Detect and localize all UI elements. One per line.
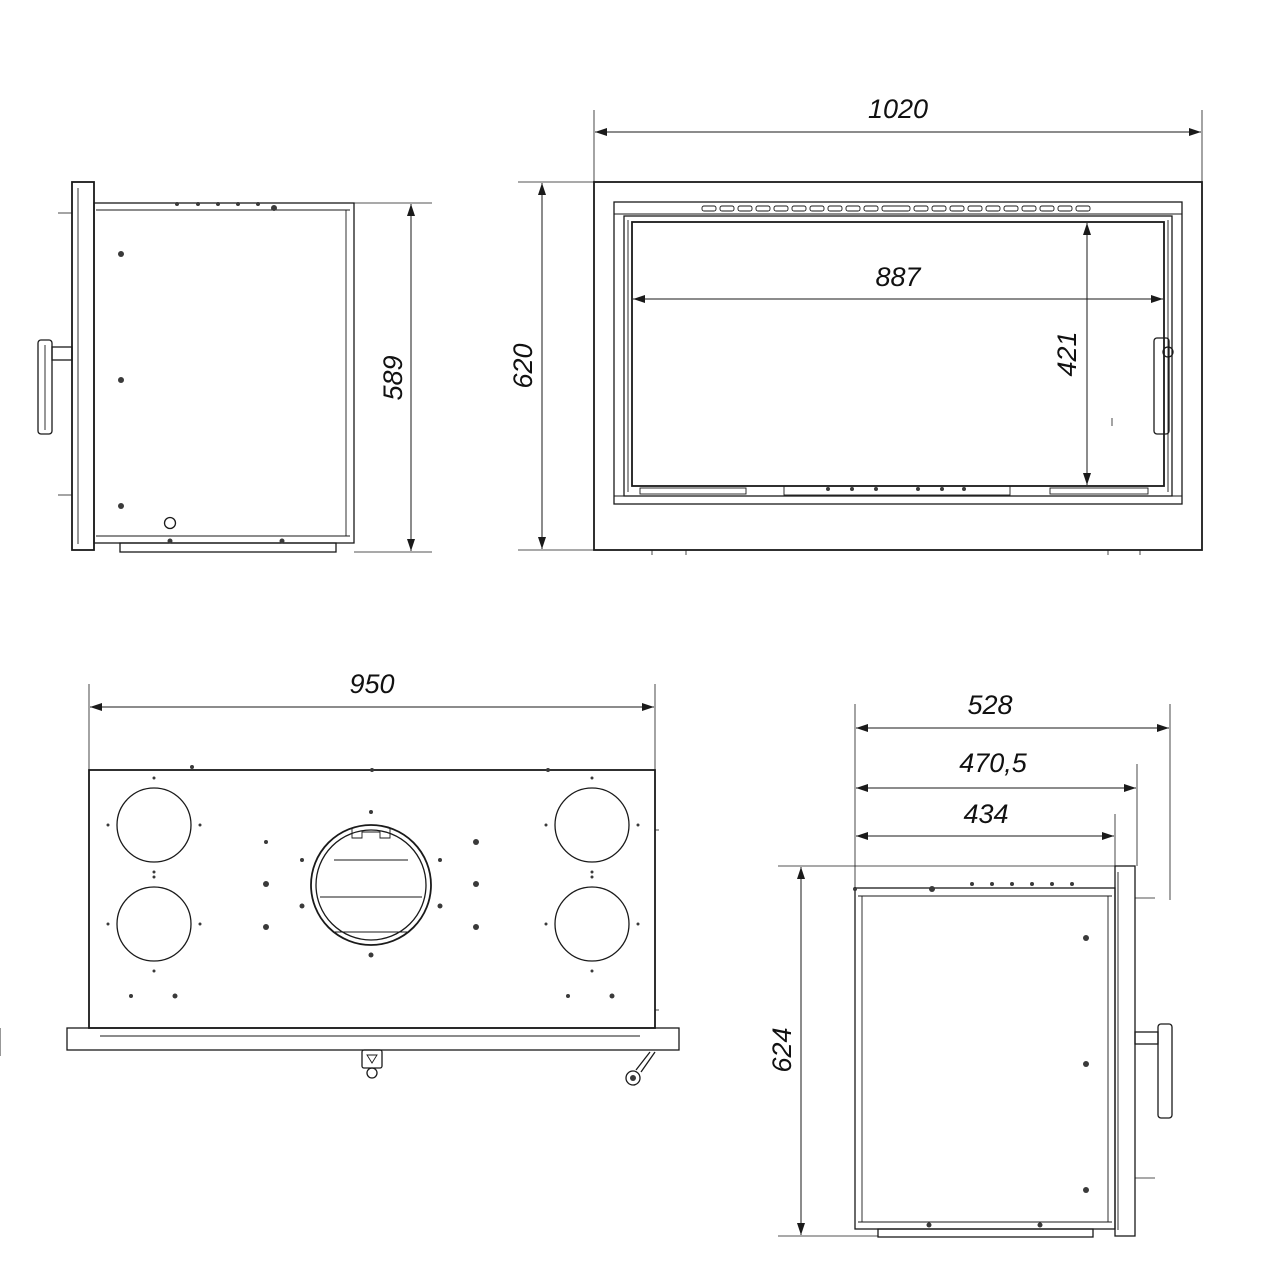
dim-glass-width: 887 <box>875 262 921 292</box>
dim-side-height: 589 <box>378 355 408 400</box>
top-view: 950 <box>0 669 680 1086</box>
dim-depth-mid: 470,5 <box>959 748 1028 778</box>
latch <box>361 1049 383 1079</box>
duct-opening-top-left <box>106 776 202 874</box>
dim-front-height: 620 <box>508 343 538 388</box>
door-handle-right <box>1134 1023 1173 1119</box>
dim-glass-height: 421 <box>1052 331 1082 376</box>
duct-opening-bottom-right <box>544 875 640 973</box>
dim-front-width: 1020 <box>868 94 928 124</box>
duct-opening-bottom-left <box>106 875 202 973</box>
front-view: 1020 620 887 421 <box>508 94 1203 555</box>
dim-right-height: 624 <box>767 1027 797 1072</box>
dim-top-width: 950 <box>349 669 394 699</box>
door-handle-front <box>1153 337 1174 435</box>
door-handle <box>37 339 73 435</box>
lever-handle <box>625 1051 656 1086</box>
side-view-right: 528 470,5 434 624 <box>767 690 1173 1238</box>
dim-depth-body: 434 <box>963 799 1008 829</box>
top-vent-slots <box>701 205 1091 212</box>
duct-opening-top-right <box>544 776 640 874</box>
dim-depth-total: 528 <box>967 690 1012 720</box>
flue-outlet <box>299 810 443 958</box>
side-view-left: 589 <box>37 181 432 553</box>
